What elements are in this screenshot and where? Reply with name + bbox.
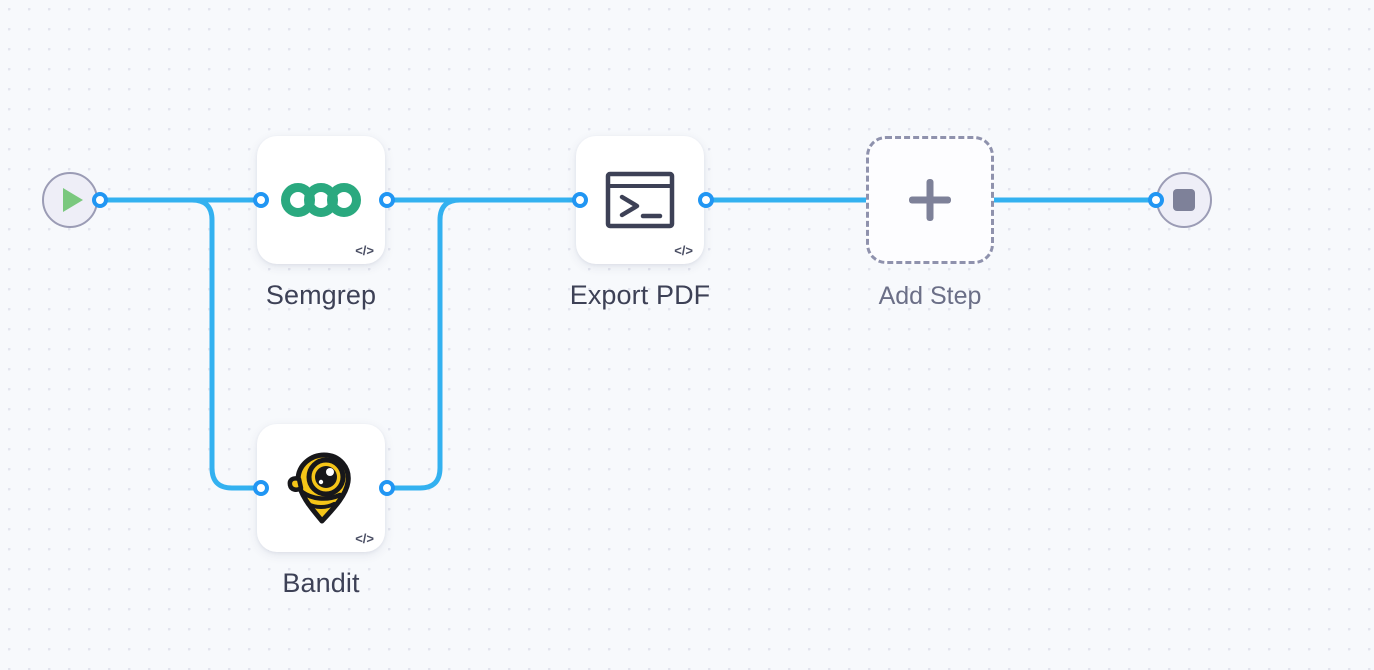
step-node-exportpdf[interactable]: </> Export PDF [570, 136, 710, 311]
step-card[interactable]: </> [257, 424, 385, 552]
step-card[interactable]: </> [257, 136, 385, 264]
port-bandit-input[interactable] [253, 480, 269, 496]
port-exportpdf-input[interactable] [572, 192, 588, 208]
add-step-label: Add Step [878, 282, 982, 310]
play-icon [63, 188, 83, 212]
end-node[interactable] [1156, 172, 1212, 228]
step-node-bandit[interactable]: </> Bandit [257, 424, 385, 599]
add-step-node[interactable]: Add Step [866, 136, 994, 311]
port-semgrep-output[interactable] [379, 192, 395, 208]
step-label-exportpdf: Export PDF [569, 280, 711, 310]
start-node[interactable] [42, 172, 98, 228]
code-badge-icon: </> [355, 243, 374, 258]
port-bandit-output[interactable] [379, 480, 395, 496]
bandit-logo-icon [287, 452, 351, 524]
step-node-semgrep[interactable]: </> Semgrep [257, 136, 385, 311]
terminal-icon [605, 171, 675, 229]
step-label-bandit: Bandit [282, 568, 360, 598]
port-end-input[interactable] [1148, 192, 1164, 208]
edge-start-bandit [97, 197, 264, 491]
edge-bandit-exportpdf [384, 197, 583, 491]
code-badge-icon: </> [674, 243, 693, 258]
port-start-output[interactable] [92, 192, 108, 208]
add-step-card[interactable] [866, 136, 994, 264]
stop-icon [1173, 189, 1195, 211]
step-label-semgrep: Semgrep [265, 280, 377, 310]
semgrep-logo-icon [281, 183, 361, 217]
code-badge-icon: </> [355, 531, 374, 546]
port-semgrep-input[interactable] [253, 192, 269, 208]
step-card[interactable]: </> [576, 136, 704, 264]
plus-icon [909, 179, 951, 221]
port-exportpdf-output[interactable] [698, 192, 714, 208]
